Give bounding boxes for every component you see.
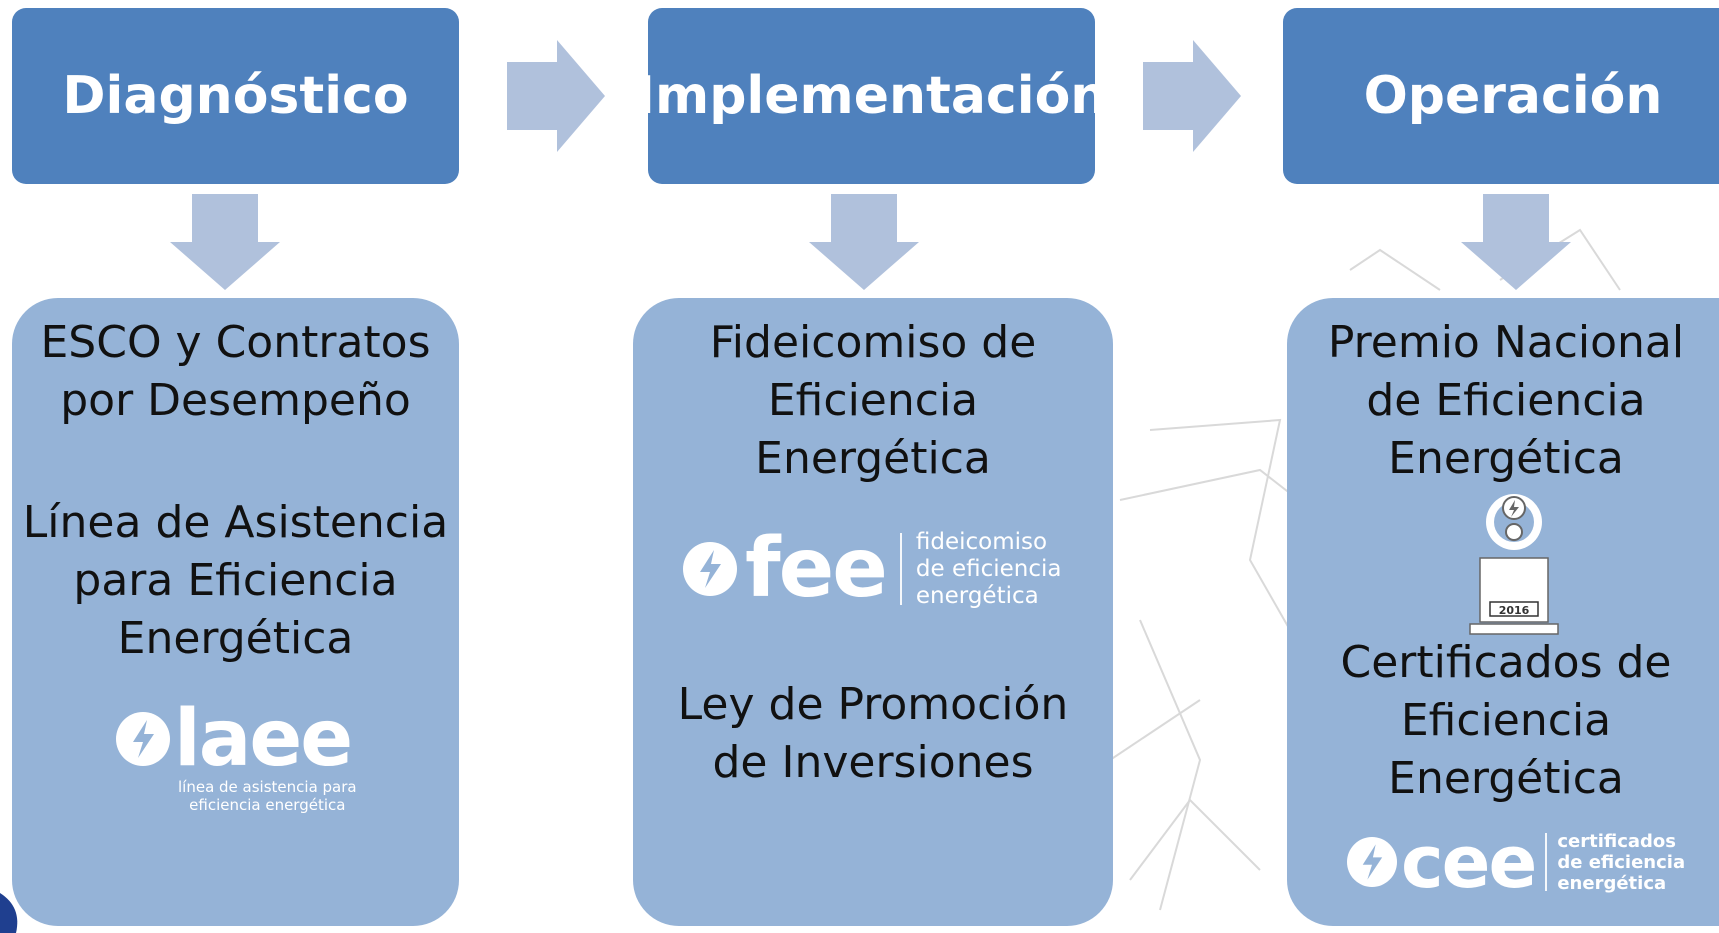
trophy-year: 2016: [1499, 604, 1530, 617]
item-esco: ESCO y Contratos por Desempeño: [40, 317, 431, 426]
down-arrow-2: [809, 194, 919, 290]
item-fee: Fideicomiso de Eficiencia Energética: [709, 317, 1037, 484]
cee-logo-name: cee: [1401, 820, 1537, 904]
bolt-icon: [1347, 837, 1397, 887]
content-implementacion: Fideicomiso de Eficiencia Energética fee…: [633, 298, 1113, 926]
item-certificados: Certificados de Eficiencia Energética: [1340, 637, 1672, 804]
cee-logo: cee certificados de eficiencia energétic…: [1347, 826, 1685, 898]
content-diagnostico: ESCO y Contratos por Desempeño Línea de …: [12, 298, 459, 926]
laee-logo-name: laee: [174, 694, 353, 784]
item-laee: Línea de Asistencia para Eficiencia Ener…: [22, 497, 449, 664]
bolt-icon: [683, 542, 737, 596]
header-implementacion: Implementación: [636, 8, 1107, 184]
item-ley: Ley de Promoción de Inversiones: [677, 679, 1069, 788]
fee-logo-sub: fideicomiso de eficiencia energética: [915, 528, 1062, 609]
bolt-icon: [116, 712, 170, 766]
item-premio: Premio Nacional de Eficiencia Energética: [1327, 317, 1685, 484]
content-operacion: Premio Nacional de Eficiencia Energética…: [1287, 298, 1719, 926]
header-operacion: Operación: [1283, 8, 1719, 184]
trophy-icon: 2016: [1469, 494, 1559, 635]
corner-logo-fragment: [0, 893, 18, 933]
down-arrow-3: [1461, 194, 1571, 290]
laee-logo: laee línea de asistencia para eficiencia…: [116, 700, 357, 814]
laee-logo-sub: línea de asistencia para eficiencia ener…: [178, 778, 357, 814]
cee-logo-sub: certificados de eficiencia energética: [1557, 830, 1686, 894]
down-arrow-1: [170, 194, 280, 290]
right-arrow-2: [1143, 40, 1241, 152]
fee-logo: fee fideicomiso de eficiencia energética: [683, 528, 1062, 610]
header-diagnostico: Diagnóstico: [12, 8, 459, 184]
fee-logo-name: fee: [745, 521, 888, 616]
right-arrow-1: [507, 40, 605, 152]
